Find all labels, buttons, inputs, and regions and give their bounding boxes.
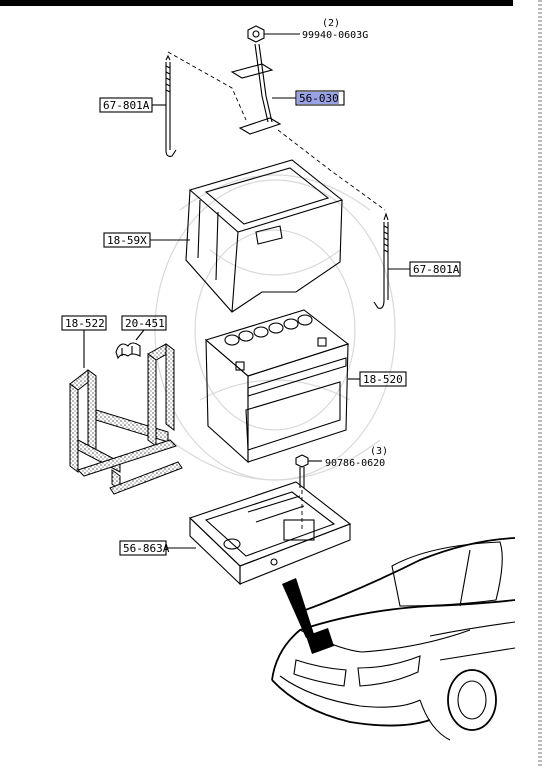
assembly-line-right (277, 129, 386, 211)
j-rod-right (373, 212, 389, 309)
screw-part-label: 90786-0620 (325, 458, 385, 469)
rod-left-label: 67-801A (103, 99, 150, 112)
battery-location-marker (306, 628, 334, 654)
battery-clip (115, 342, 141, 360)
hold-down-clamp (230, 43, 282, 135)
screw-qty-label: (3) (370, 446, 388, 457)
battery-label: 18-520 (363, 373, 403, 386)
bolt-part-label: 99940-0603G (302, 30, 368, 41)
bracket-label: 18-522 (65, 317, 105, 330)
clip-label: 20-451 (125, 317, 165, 330)
top-border-bar (0, 0, 513, 6)
battery-cover (185, 159, 344, 313)
battery (204, 309, 350, 464)
battery-bracket (69, 343, 183, 495)
rod-right-label: 67-801A (413, 263, 460, 276)
tray-label: 56-863A (123, 542, 170, 555)
hold-down-label: 56-030 (299, 92, 339, 105)
bolt-part (247, 25, 300, 43)
vehicle-illustration (271, 537, 516, 741)
bolt-qty-label: (2) (322, 18, 340, 29)
hold-down-label-highlight (297, 92, 339, 104)
tray-screw (295, 454, 322, 488)
cover-label: 18-59X (107, 234, 147, 247)
assembly-line-left (167, 51, 247, 121)
j-rod-left (165, 54, 177, 157)
battery-tray (188, 481, 352, 586)
location-pointer (282, 578, 314, 638)
